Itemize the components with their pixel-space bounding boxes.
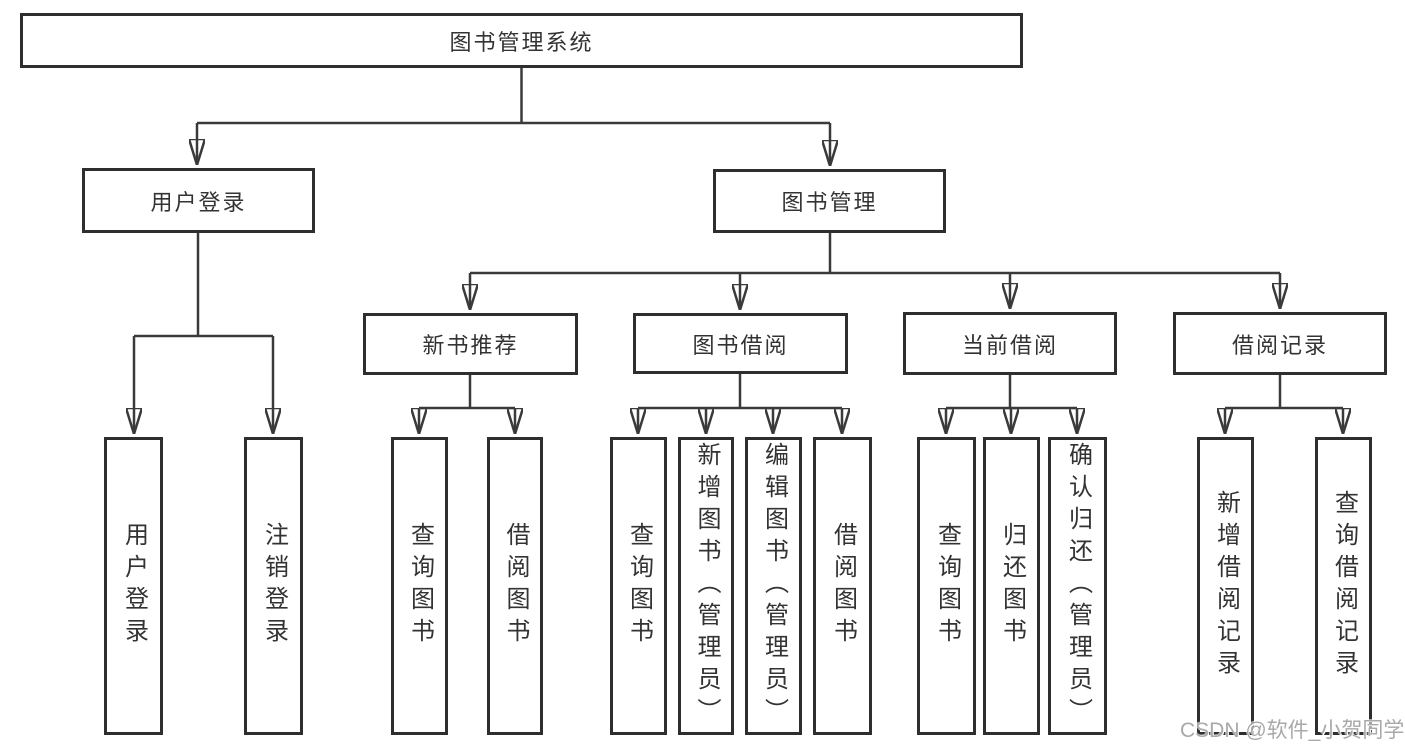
node-label: 借阅图书 — [502, 522, 529, 650]
node-label: 图书管理系统 — [449, 29, 594, 55]
leaf-query-books-current: 查询图书 — [917, 437, 976, 735]
node-label: 编辑图书（管理员） — [760, 442, 788, 730]
node-book-borrowing: 图书借阅 — [633, 313, 848, 374]
leaf-add-books-admin: 新增图书（管理员） — [678, 437, 734, 735]
node-label: 用户登录 — [150, 189, 247, 215]
leaf-borrow-books-borrowing: 借阅图书 — [813, 437, 872, 735]
node-label: 新增借阅记录 — [1212, 490, 1240, 682]
node-borrowing-records: 借阅记录 — [1173, 312, 1387, 375]
node-label: 查询图书 — [933, 522, 961, 650]
leaf-query-books-borrowing: 查询图书 — [610, 437, 667, 735]
node-label: 查询图书 — [406, 522, 434, 650]
leaf-query-books-recommend: 查询图书 — [391, 437, 448, 735]
node-label: 新增图书（管理员） — [693, 442, 720, 730]
leaf-confirm-return-admin: 确认归还（管理员） — [1048, 437, 1107, 735]
node-label: 当前借阅 — [961, 332, 1058, 358]
leaf-add-borrow-record: 新增借阅记录 — [1197, 437, 1254, 735]
leaf-return-books: 归还图书 — [983, 437, 1040, 735]
node-label: 归还图书 — [998, 522, 1026, 650]
node-label: 确认归还（管理员） — [1064, 442, 1092, 730]
leaf-query-borrow-record: 查询借阅记录 — [1315, 437, 1372, 735]
node-label: 注销登录 — [260, 522, 288, 650]
node-library-management-system: 图书管理系统 — [20, 13, 1023, 68]
leaf-edit-books-admin: 编辑图书（管理员） — [745, 437, 802, 735]
csdn-watermark: CSDN @软件_小贺同学 — [1180, 719, 1405, 742]
node-label: 图书管理 — [781, 190, 878, 215]
node-label: 查询借阅记录 — [1330, 490, 1358, 682]
leaf-logout: 注销登录 — [244, 437, 303, 735]
node-label: 借阅记录 — [1231, 332, 1328, 358]
node-label: 新书推荐 — [422, 333, 519, 358]
leaf-user-login: 用户登录 — [104, 437, 163, 735]
node-new-book-recommendation: 新书推荐 — [363, 313, 578, 375]
node-label: 用户登录 — [120, 522, 148, 650]
node-book-management-branch: 图书管理 — [713, 169, 946, 233]
leaf-borrow-books-recommend: 借阅图书 — [487, 437, 543, 735]
node-label: 借阅图书 — [829, 522, 857, 650]
node-current-borrowing: 当前借阅 — [903, 312, 1117, 375]
node-label: 查询图书 — [625, 522, 653, 650]
node-label: 图书借阅 — [692, 332, 789, 358]
node-user-login-branch: 用户登录 — [82, 168, 315, 233]
